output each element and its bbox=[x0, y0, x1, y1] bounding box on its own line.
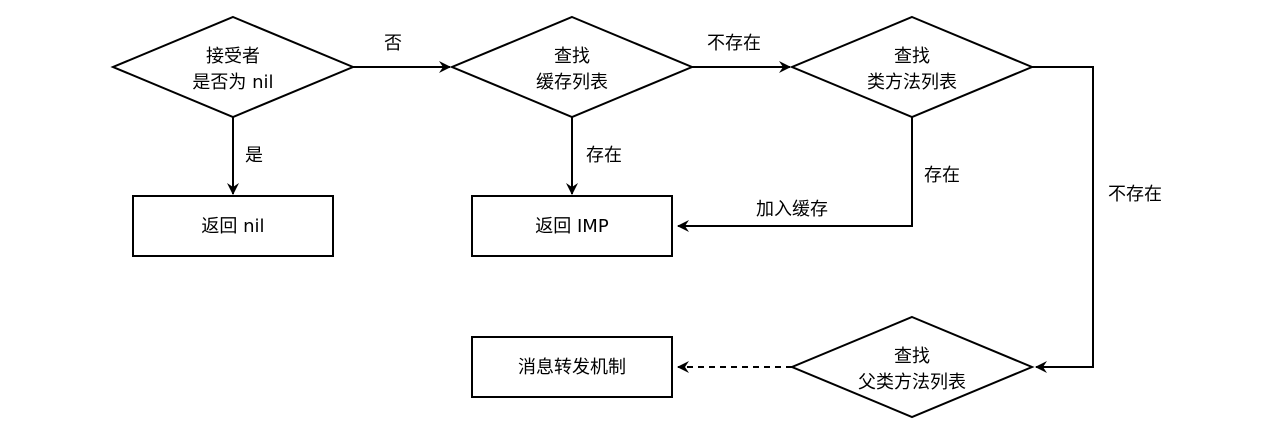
process-forwarding: 消息转发机制 bbox=[471, 336, 673, 398]
class-lookup-line1: 查找 bbox=[894, 46, 930, 67]
cache-lookup-line1: 查找 bbox=[554, 46, 590, 67]
edge-class-hit-add-cache bbox=[677, 117, 913, 232]
super-lookup-line2: 父类方法列表 bbox=[858, 372, 966, 393]
process-return-nil: 返回 nil bbox=[132, 195, 334, 257]
decision-receiver-nil: 接受者 是否为 nil bbox=[110, 15, 356, 119]
decision-cache-lookup: 查找 缓存列表 bbox=[449, 15, 695, 119]
process-return-imp: 返回 IMP bbox=[471, 195, 673, 257]
label-class-hit: 存在 bbox=[924, 165, 960, 186]
return-imp-text: 返回 IMP bbox=[535, 216, 609, 237]
label-class-miss: 不存在 bbox=[1108, 184, 1162, 205]
cache-lookup-line2: 缓存列表 bbox=[536, 72, 608, 93]
receiver-nil-line2: 是否为 nil bbox=[192, 72, 273, 93]
label-cache-hit: 存在 bbox=[586, 145, 622, 166]
edge-class-miss bbox=[1032, 66, 1094, 373]
label-receiver-yes: 是 bbox=[245, 145, 263, 166]
label-receiver-no: 否 bbox=[384, 33, 402, 54]
decision-super-lookup: 查找 父类方法列表 bbox=[789, 315, 1035, 419]
label-cache-miss: 不存在 bbox=[707, 33, 761, 54]
receiver-nil-line1: 接受者 bbox=[206, 46, 260, 67]
super-lookup-line1: 查找 bbox=[894, 346, 930, 367]
label-add-cache: 加入缓存 bbox=[756, 199, 828, 220]
class-lookup-line2: 类方法列表 bbox=[867, 72, 957, 93]
return-nil-text: 返回 nil bbox=[201, 216, 264, 237]
decision-class-lookup: 查找 类方法列表 bbox=[789, 15, 1035, 119]
forwarding-text: 消息转发机制 bbox=[518, 357, 626, 378]
